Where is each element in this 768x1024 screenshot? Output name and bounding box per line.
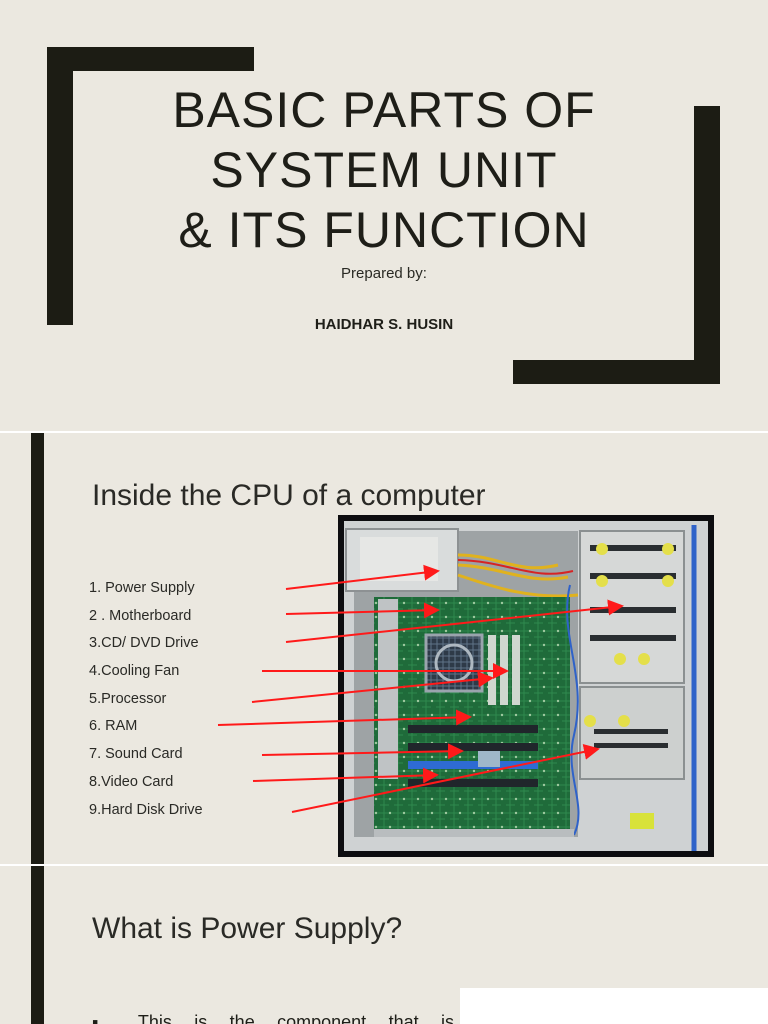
arrows-overlay [217,564,624,813]
list-item: 7. Sound Card [89,746,183,763]
title-line-2: SYSTEM UNIT [210,142,558,198]
prepared-by-label: Prepared by: [341,265,427,282]
power-supply-slide: What is Power Supply? ▪ This is the comp… [0,866,768,1024]
blank-panel [460,988,768,1024]
arrow-cd-dvd-drive [285,599,624,643]
title-line-3: & ITS FUNCTION [178,202,590,258]
arrow-hard-disk-drive [291,743,600,813]
arrow-sound-card [261,743,464,760]
list-item: 1. Power Supply [89,580,195,596]
list-item: 2 . Motherboard [89,607,192,624]
bracket-bottom-right-vertical [694,106,720,384]
slide-title: What is Power Supply? [92,912,403,945]
author-name: HAIDHAR S. HUSIN [314,316,454,333]
parts-list: 1. Power Supply 2 . Motherboard 3.CD/ DV… [89,575,203,824]
slide-title: Inside the CPU of a computer [92,479,486,512]
list-item: 8.Video Card [89,773,174,790]
accent-bar [31,433,44,864]
list-item: 6. RAM [89,718,138,735]
bracket-top-left-vertical [47,47,73,325]
list-item: 5.Processor [89,690,167,707]
arrow-video-card [252,767,439,784]
presentation-title: BASIC PARTS OF SYSTEM UNIT & ITS FUNCTIO… [150,80,618,260]
bullet-text: ▪ This is the component that is [92,1012,454,1024]
arrow-power-supply [285,564,440,590]
title-line-1: BASIC PARTS OF [172,82,596,138]
list-item: 4.Cooling Fan [89,663,180,680]
arrow-processor [251,671,494,703]
list-item: 9.Hard Disk Drive [89,801,203,818]
title-slide: BASIC PARTS OF SYSTEM UNIT & ITS FUNCTIO… [0,0,768,431]
bracket-bottom-right-horizontal [513,360,720,384]
list-item: 3.CD/ DVD Drive [89,635,199,652]
cpu-parts-slide: Inside the CPU of a computer 1. Power Su… [0,433,768,864]
bracket-top-left-horizontal [47,47,254,71]
arrow-ram [217,709,472,726]
accent-bar [31,866,44,1024]
arrow-motherboard [285,602,440,619]
